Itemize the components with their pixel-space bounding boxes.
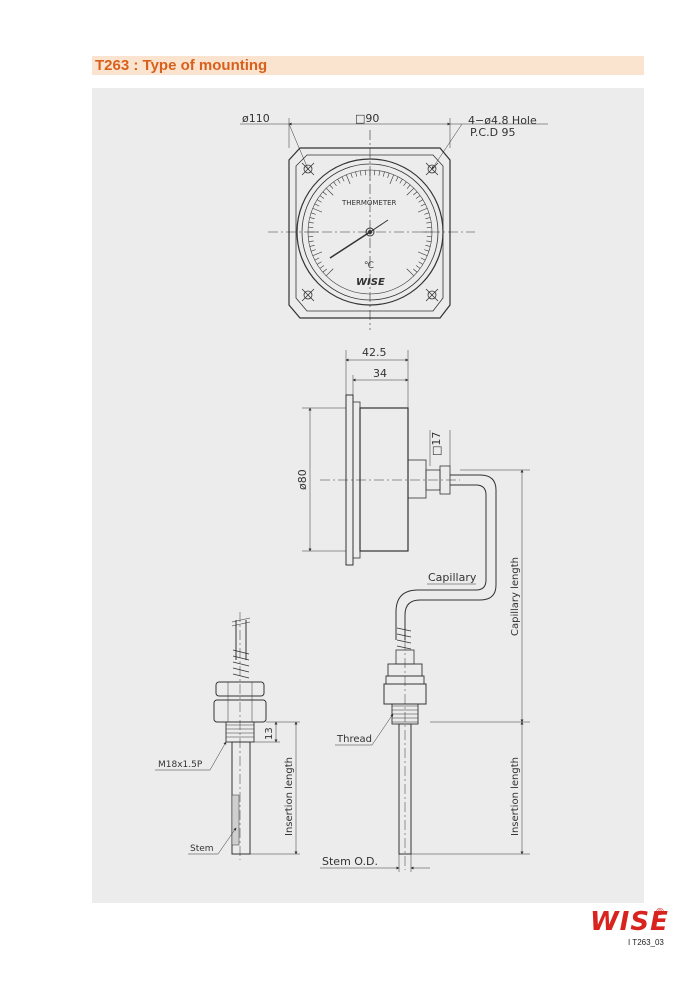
dim-body-diameter: ø80 (296, 469, 309, 490)
dial-tick (314, 203, 320, 207)
dial-tick (308, 222, 314, 224)
dial-tick (425, 217, 431, 219)
dial-tick (310, 249, 316, 252)
dim-total-depth: 42.5 (362, 346, 387, 359)
capillary-length-label: Capillary length (510, 557, 521, 636)
dial-tick (425, 245, 431, 247)
dial-tick (413, 191, 418, 196)
brand-wordmark: WISE (590, 907, 669, 937)
hole-spec-label: 4−ø4.8 Hole (468, 114, 537, 127)
detail-insertion-length-label: Insertion length (284, 757, 295, 836)
dial-tick (426, 222, 432, 224)
dial-tick (387, 172, 390, 178)
dial-tick (316, 261, 322, 265)
header-bar (92, 56, 644, 75)
dial-tick (319, 265, 325, 269)
dial-tick (424, 212, 430, 215)
dial-tick (345, 174, 351, 185)
dial-tick (350, 172, 353, 178)
thread-spec-label: M18x1.5P (158, 760, 203, 770)
dial-tick (399, 178, 403, 184)
registered-mark: ® (655, 907, 665, 918)
dim-square-label: □90 (355, 112, 379, 125)
dial-tick (360, 170, 362, 176)
stem-label: Stem (190, 844, 214, 854)
dial-tick (395, 176, 399, 182)
side-insertion-length-label: Insertion length (510, 757, 521, 836)
dial-tick (325, 187, 334, 196)
side-view (302, 350, 530, 872)
front-view (240, 118, 548, 330)
dial-tick (312, 251, 323, 257)
dial-tick (337, 178, 341, 184)
page-title: T263 : Type of mounting (95, 57, 268, 74)
dial-tick (355, 171, 357, 177)
dial-tick (322, 191, 327, 196)
dial-tick (378, 170, 380, 176)
document-code: I T263_03 (628, 938, 664, 947)
dial-tick (325, 268, 334, 277)
detail-view (155, 612, 300, 860)
dial-tick (420, 257, 426, 261)
dial-tick (319, 195, 325, 199)
dial-tick (426, 240, 432, 242)
dial-brand: WISE (356, 277, 385, 288)
dial-tick (329, 184, 334, 189)
dial-tick (310, 212, 316, 215)
dial-tick (415, 195, 421, 199)
dim-thread-label: 13 (264, 727, 275, 740)
dial-tick (420, 203, 426, 207)
dial-tick (415, 265, 421, 269)
dial-tick (417, 207, 428, 213)
dim-diameter-label: ø110 (242, 112, 270, 125)
thread-label: Thread (336, 734, 372, 745)
dial-tick (312, 207, 323, 213)
dial-label: THERMOMETER (341, 199, 397, 207)
dial-tick (417, 251, 428, 257)
dial-tick (322, 268, 327, 273)
dim-hex: □17 (430, 432, 443, 456)
dial-tick (403, 181, 407, 187)
dial-tick (309, 245, 315, 247)
dial-tick (418, 199, 424, 203)
dial-tick (308, 240, 314, 242)
capillary-label: Capillary (428, 571, 477, 584)
dial-tick (383, 171, 385, 177)
dial-tick (406, 187, 415, 196)
dial-tick (406, 184, 411, 189)
dial-tick (413, 268, 418, 273)
dial-tick (316, 199, 322, 203)
dial-tick (341, 176, 345, 182)
dial-tick (314, 257, 320, 261)
dial-tick (333, 181, 337, 187)
dial-tick (406, 268, 415, 277)
dial-tick (389, 174, 395, 185)
dial-tick (418, 261, 424, 265)
pcd-label: P.C.D 95 (470, 126, 516, 139)
dim-case-depth: 34 (373, 367, 387, 380)
brand-logo: WISE ® (590, 907, 669, 937)
dial-tick (424, 249, 430, 252)
stem-od-label: Stem O.D. (322, 855, 378, 868)
dial-unit: ℃ (364, 261, 374, 271)
drawing-panel (92, 88, 644, 903)
dial-tick (309, 217, 315, 219)
